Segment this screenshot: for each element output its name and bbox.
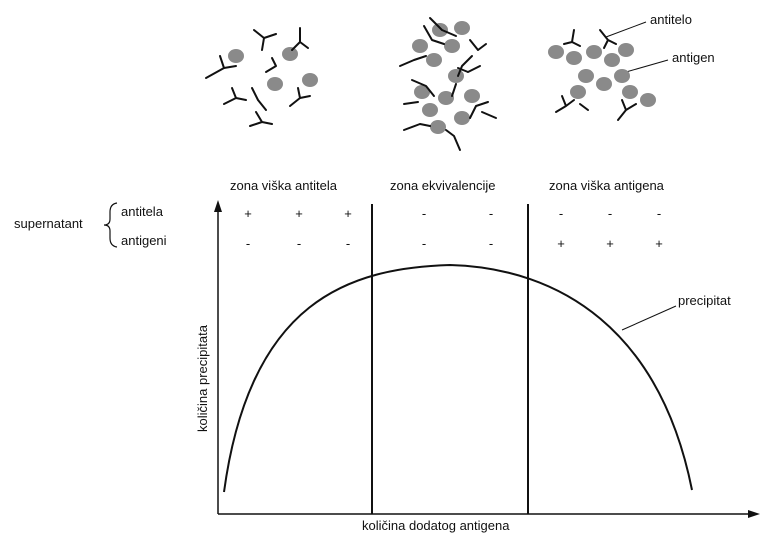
antigen-particle [426,53,442,67]
antibody-y [205,55,237,79]
antibody-y [403,101,419,105]
precipitat-leader-line [621,305,677,331]
antitelo-label: antitelo [650,12,692,27]
antigen-particle [444,39,460,53]
antibody-y [617,99,637,121]
antigen-particle [596,77,612,91]
cluster-equivalence [399,17,497,151]
antitela-sign: + [344,206,352,221]
precipitat-label: precipitat [678,293,731,308]
antigen-particle [548,45,564,59]
zone-title-antigen-excess: zona viška antigena [549,178,664,193]
antigeni-sign: - [245,236,251,251]
antigen-particle [430,120,446,134]
antigen-particle [432,23,448,37]
antibody-y [579,103,589,111]
antigen-particle [604,53,620,67]
antigeni-sign: + [655,236,663,251]
antibody-y [411,79,435,97]
antitela-row-label: antitela [121,204,163,219]
antigeni-sign: - [488,236,494,251]
antibody-y [253,29,277,51]
antigen-particle [282,47,298,61]
antigen-particle [422,103,438,117]
antibody-y [469,101,489,119]
antitela-sign: - [607,206,613,221]
antigen-particle [454,111,470,125]
antigen-particle [622,85,638,99]
antibody-y [251,87,267,111]
antibody-y [555,95,575,113]
antitela-sign: - [558,206,564,221]
y-axis-arrow [214,200,222,212]
antigen-particle [586,45,602,59]
supernatant-label: supernatant [14,216,83,231]
antibody-y [451,83,457,97]
antigen-particle [438,91,454,105]
zone-title-equivalence: zona ekvivalencije [390,178,496,193]
cluster-antibody-excess [205,27,318,127]
antigen-particle [228,49,244,63]
antigen-leader-line [625,59,669,73]
antigen-particle [448,69,464,83]
antibody-y [481,111,497,119]
antigeni-sign: - [345,236,351,251]
antitela-sign: - [488,206,494,221]
antigen-particle [578,69,594,83]
antibody-y [469,39,487,51]
antigen-particle [414,85,430,99]
y-axis-label: količina precipitata [195,325,210,432]
antitela-sign: - [656,206,662,221]
antigeni-sign: - [296,236,302,251]
antibody-y [265,57,277,73]
antibody-y [399,55,427,67]
antibody-y [423,25,445,45]
x-axis-arrow [748,510,760,518]
antigen-particle [464,89,480,103]
antigen-particle [570,85,586,99]
antibody-y [223,87,247,105]
antigen-particle [640,93,656,107]
antigeni-sign: + [606,236,614,251]
antigen-label: antigen [672,50,715,65]
antibody-y [291,27,309,51]
antigen-particle [618,43,634,57]
antibody-y [249,111,273,127]
antibody-y [457,55,473,77]
antigen-particle [454,21,470,35]
antitela-sign: + [244,206,252,221]
antigeni-sign: + [557,236,565,251]
antigen-particle [302,73,318,87]
antibody-y [599,29,617,49]
cluster-antigen-excess [548,29,656,121]
antibody-y [289,87,311,107]
supernatant-brace [103,202,118,248]
antigeni-sign: - [421,236,427,251]
antibody-y [403,123,431,131]
antigen-particle [267,77,283,91]
antibody-y [445,129,461,151]
antibody-y [457,65,481,73]
x-axis-label: količina dodatog antigena [362,518,510,533]
antigen-particle [412,39,428,53]
antibody-y [563,29,581,47]
precipitation-curve [223,263,693,493]
antitelo-leader-line [605,21,647,38]
antigen-particle [566,51,582,65]
antigen-particle [614,69,630,83]
antitela-sign: - [421,206,427,221]
antigeni-row-label: antigeni [121,233,167,248]
zone-title-antibody-excess: zona viška antitela [230,178,337,193]
antibody-y [429,17,457,37]
antitela-sign: + [295,206,303,221]
